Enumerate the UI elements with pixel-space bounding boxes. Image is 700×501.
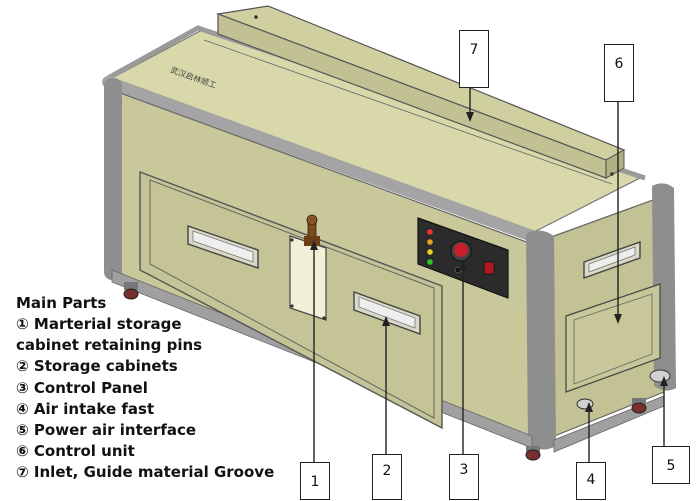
caster-front-left [123,282,139,300]
power-air-port [649,369,671,383]
indicator-light-green [427,259,433,265]
groove-bolt [254,15,258,19]
legend-heading: Main Parts [16,294,107,312]
arrow-head-7 [466,112,474,122]
arrow-head-5 [660,376,668,386]
caster-front-right [525,446,541,461]
arrow-head-4 [585,402,593,412]
legend-item: ③ Control Panel [16,378,148,397]
legend-item: ⑤ Power air interface [16,421,197,440]
legend-item: ④ Air intake fast [16,399,155,418]
callout-7: 7 [459,30,489,88]
retaining-pin-knob [306,214,318,226]
callout-3: 3 [449,454,479,500]
caster-back-right [631,398,647,414]
front-left-post [104,78,122,280]
indicator-light-red [427,229,433,235]
door-handle-right-inner [358,296,416,329]
indicator-light-amber [427,239,433,245]
plate-screw [290,238,294,242]
legend-item: ⑦ Inlet, Guide material Groove [16,463,275,482]
callout-4: 4 [576,462,606,500]
legend-item: ⑥ Control unit [16,442,135,461]
callout-6: 6 [604,44,634,102]
arrow-head-3 [459,260,467,270]
control-unit-hatch [565,283,661,393]
arrow-head-1 [310,240,318,250]
front-right-post [526,230,556,450]
legend-item: ② Storage cabinets [16,357,178,376]
indicator-light-yellow [427,249,433,255]
callout-1: 1 [300,462,330,500]
legend-item: cabinet retaining pins [16,336,203,355]
callout-2: 2 [372,454,402,500]
door-handle-left-inner [192,230,254,263]
arrow-head-6 [614,314,622,324]
groove-bolt [610,172,614,176]
emergency-stop-knob [454,243,468,257]
control-unit-hatch-inner [573,293,653,385]
top-front-rim [102,76,538,242]
retaining-pin-base [304,236,320,246]
callout-5: 5 [652,446,690,484]
plate-screw [322,316,326,320]
legend-item: ① Marterial storage [16,315,182,333]
power-switch [483,261,495,275]
main-parts-legend: Main Parts ① Marterial storage cabinet r… [16,293,316,484]
side-handle-inner [588,246,636,273]
top-seam [203,39,613,185]
storage-door-inner [149,179,435,419]
plate-screw [290,304,294,308]
arrow-head-2 [382,316,390,326]
